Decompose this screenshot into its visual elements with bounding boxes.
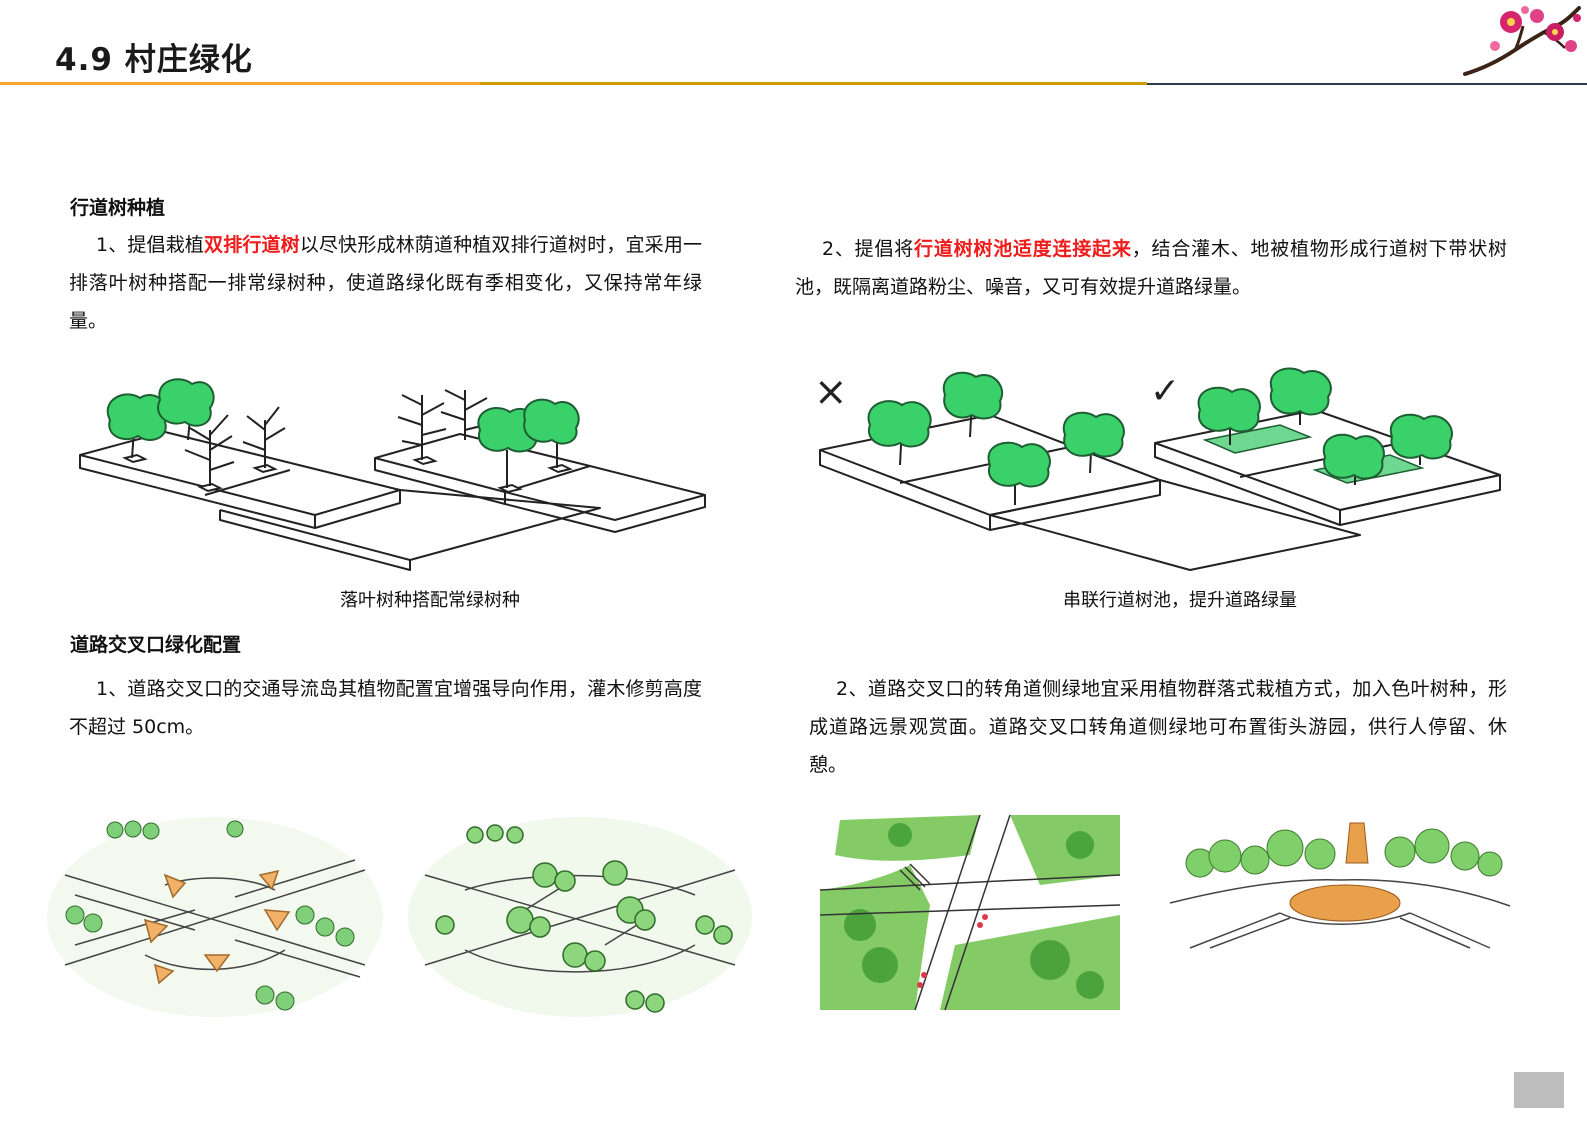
paragraph-text: ，结合灌木、地被植物形成行道树下带状树池，既隔离道路粉尘、噪音，又可有效提升道路… xyxy=(795,238,1507,298)
plum-blossom-icon xyxy=(1463,6,1581,76)
paragraph-text: 以尽快形成林荫道种植双排行道树时，宜采用一排落叶树种搭配一排常绿树种，使道路绿化… xyxy=(69,234,702,332)
header-rule-gold xyxy=(480,82,1147,85)
figure-mixed-tree-species xyxy=(79,378,706,571)
right-mark: ✓ xyxy=(1150,371,1180,412)
header-rule-dark xyxy=(1147,83,1587,85)
figure-intersection-shrub-islands xyxy=(47,817,383,1017)
paragraph-traffic-island: 1、道路交叉口的交通导流岛其植物配置宜增强导向作用，灌木修剪高度不超过 50cm… xyxy=(69,678,702,738)
figure-street-corner-garden xyxy=(1169,822,1511,949)
highlight-text: 行道树树池适度连接起来 xyxy=(914,238,1132,260)
paragraph-text: 1、提倡栽植 xyxy=(96,234,205,256)
figure-corner-green-street xyxy=(819,814,1121,1011)
paragraph-corner-green-space: 2、道路交叉口的转角道侧绿地宜采用植物群落式栽植方式，加入色叶树种，形成道路远景… xyxy=(809,678,1507,776)
page-number-box xyxy=(1514,1072,1564,1108)
paragraph-double-row-trees: 1、提倡栽植双排行道树以尽快形成林荫道种植双排行道树时，宜采用一排落叶树种搭配一… xyxy=(69,226,702,340)
figure-caption-connected-pits: 串联行道树池，提升道路绿量 xyxy=(1063,590,1297,611)
page-title: 4.9 村庄绿化 xyxy=(55,42,253,78)
figure-caption-mixed-species: 落叶树种搭配常绿树种 xyxy=(340,590,520,611)
paragraph-connected-tree-pits: 2、提倡将行道树树池适度连接起来，结合灌木、地被植物形成行道树下带状树池，既隔离… xyxy=(795,230,1507,306)
highlight-text: 双排行道树 xyxy=(204,234,300,256)
section-heading-street-trees: 行道树种植 xyxy=(70,197,166,219)
figure-intersection-tree-islands xyxy=(408,817,752,1017)
wrong-mark: × xyxy=(814,369,848,415)
paragraph-text: 2、提倡将 xyxy=(822,238,915,260)
header-rule-orange xyxy=(0,82,480,85)
figure-connected-tree-pits: × ✓ xyxy=(814,367,1501,571)
section-heading-intersection-greening: 道路交叉口绿化配置 xyxy=(70,634,242,656)
